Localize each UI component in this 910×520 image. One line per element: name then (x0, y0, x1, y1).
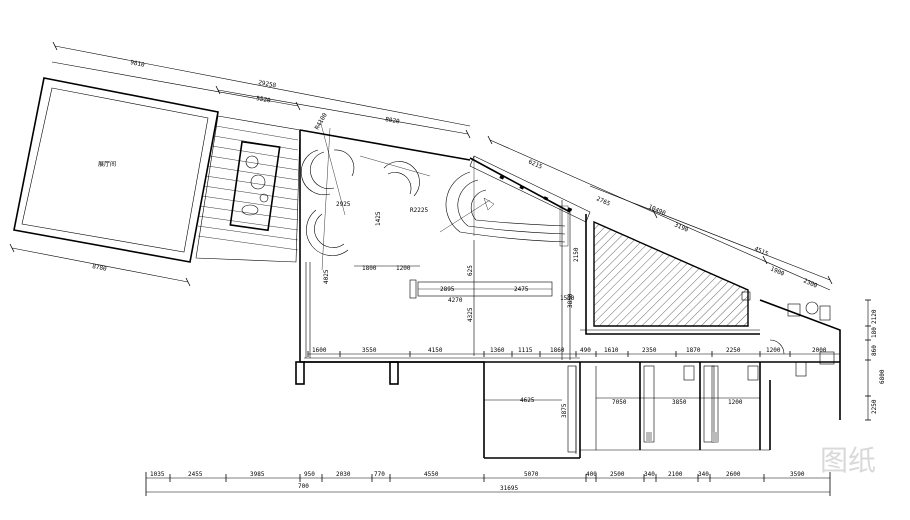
right-service-area (759, 299, 841, 420)
dim-4515: 4515 (753, 245, 769, 257)
room-name-label: 展厅间 (98, 160, 116, 168)
dim-8780: 8780 (92, 263, 108, 273)
dim-2150-vert: 2150 (573, 247, 580, 262)
dim-m3875: 3875 (561, 403, 568, 418)
dim-8020: 8020 (385, 116, 401, 125)
dim-3190: 3190 (673, 221, 689, 233)
dim-b400: 400 (586, 471, 597, 478)
dim-r2120: 2120 (871, 309, 878, 324)
lower-rooms (484, 361, 840, 459)
dim-4270: 4270 (448, 297, 463, 304)
dim-b340: 340 (644, 471, 655, 478)
dim-3850-vert: 3850 (567, 293, 574, 308)
curved-counters (300, 119, 431, 271)
dim-10490: 10490 (647, 203, 667, 217)
dim-29258: 29258 (258, 79, 277, 89)
middle-dimension-chain (307, 351, 841, 357)
dim-1800: 1800 (362, 265, 377, 272)
dim-r180: 180 (871, 327, 878, 338)
dim-b31695: 31695 (500, 485, 518, 492)
dim-2765: 2765 (595, 195, 611, 207)
dim-r6800: 6800 (879, 369, 886, 384)
dim-1500: 1500 (560, 295, 575, 302)
storage-room-hatched (580, 214, 760, 335)
exhibition-room (13, 77, 219, 263)
dim-m1870: 1870 (686, 347, 701, 354)
dim-625: 625 (467, 265, 474, 276)
dim-b5070: 5070 (524, 471, 539, 478)
dim-b1035: 1035 (150, 471, 165, 478)
dim-2895: 2895 (440, 286, 455, 293)
dim-r2250: 2250 (871, 399, 878, 414)
planter-strip (469, 155, 591, 236)
dim-b2500: 2500 (610, 471, 625, 478)
dim-r2225: R2225 (410, 207, 428, 214)
dim-6215: 6215 (527, 158, 543, 170)
dim-m1860: 1860 (550, 347, 565, 354)
dim-m2000: 2000 (812, 347, 827, 354)
dim-b4550: 4550 (424, 471, 439, 478)
dim-b3590: 3590 (790, 471, 805, 478)
dim-2300: 2300 (802, 277, 818, 289)
spiral-ramp (439, 171, 569, 247)
dim-b340b: 340 (698, 471, 709, 478)
dim-4025: 4025 (323, 269, 330, 284)
dim-m2350: 2350 (642, 347, 657, 354)
dim-b2100: 2100 (668, 471, 683, 478)
dim-2925: 2925 (336, 201, 351, 208)
dim-4325: 4325 (467, 307, 474, 322)
dim-r860: 860 (871, 345, 878, 356)
dim-m3550: 3550 (362, 347, 377, 354)
dim-m4150: 4150 (428, 347, 443, 354)
dim-m3850: 3850 (672, 399, 687, 406)
right-dimension-chain (865, 299, 871, 421)
dim-m1610: 1610 (604, 347, 619, 354)
dim-b2455: 2455 (188, 471, 203, 478)
dim-m490: 490 (580, 347, 591, 354)
dim-r4100: R4100 (314, 112, 329, 131)
dim-b950: 950 (304, 471, 315, 478)
dim-1425: 1425 (375, 211, 382, 226)
dim-m1360: 1360 (490, 347, 505, 354)
dim-m1200b: 1200 (728, 399, 743, 406)
dim-m1200: 1200 (766, 347, 781, 354)
dim-m1600: 1600 (312, 347, 327, 354)
watermark: 图纸 (820, 444, 876, 477)
dim-m2250: 2250 (726, 347, 741, 354)
dim-2475: 2475 (514, 286, 529, 293)
dim-m4625: 4625 (520, 397, 535, 404)
bottom-dimension-chain (145, 472, 831, 496)
dim-b700: 700 (298, 483, 309, 490)
dim-b2030: 2030 (336, 471, 351, 478)
dim-m1115: 1115 (518, 347, 533, 354)
dim-1200: 1200 (396, 265, 411, 272)
dim-5520: 5520 (256, 95, 272, 104)
main-hall (295, 129, 580, 458)
dim-1900: 1900 (769, 265, 785, 277)
dim-b770: 770 (374, 471, 385, 478)
dim-9810: 9810 (130, 59, 146, 69)
dim-b3985: 3985 (250, 471, 265, 478)
stair-block (195, 115, 301, 263)
display-bench (409, 279, 553, 299)
dim-m7050: 7050 (612, 399, 627, 406)
dim-b2600: 2600 (726, 471, 741, 478)
top-dimension-chain (51, 41, 833, 291)
